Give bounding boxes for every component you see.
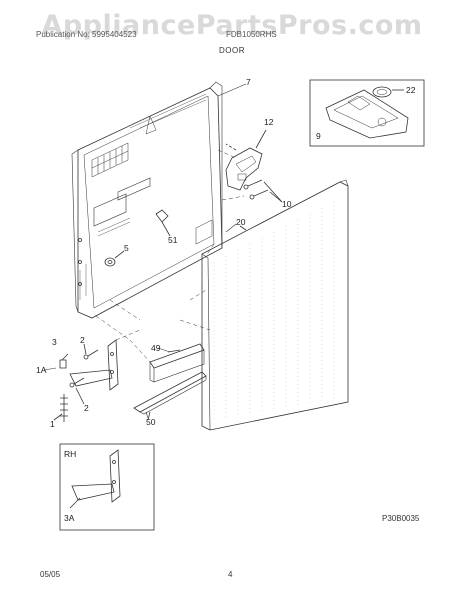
callout-50: 50	[146, 417, 156, 427]
detergent-dispenser-inset	[309, 79, 425, 147]
rh-hinge-inset	[59, 443, 155, 531]
callout-12: 12	[264, 117, 274, 127]
callout-rh: RH	[64, 449, 77, 459]
callout-7: 7	[246, 77, 251, 87]
callout-1: 1	[50, 419, 55, 429]
clip-51	[155, 209, 171, 237]
trim-strip-49	[149, 343, 205, 383]
bushing-5	[104, 250, 125, 267]
vent-grille	[91, 142, 129, 178]
callout-10: 10	[282, 199, 292, 209]
callout-51: 51	[168, 235, 178, 245]
latch-assembly	[225, 129, 267, 191]
page-number: 4	[228, 570, 233, 579]
callout-1a: 1A	[36, 365, 47, 375]
hinge-arm	[61, 339, 119, 391]
callout-3a: 3A	[64, 513, 75, 523]
revision-date: 05/05	[40, 570, 61, 579]
publication-number: Publication No: 5995404523	[36, 30, 137, 39]
drawing-code: P30B0035	[382, 514, 420, 523]
inner-door-panel	[71, 81, 223, 319]
callout-3: 3	[52, 337, 57, 347]
trim-strip-50	[133, 371, 207, 421]
watermark: AppliancePartsPros.com	[41, 10, 423, 41]
callout-9: 9	[316, 131, 321, 141]
screws-2	[69, 343, 99, 405]
callout-20: 20	[236, 217, 246, 227]
callout-2-upper: 2	[80, 335, 85, 345]
outer-door-panel	[201, 179, 349, 431]
callout-49: 49	[151, 343, 161, 353]
assembly-leader-lines	[95, 149, 245, 363]
screws-10	[243, 179, 283, 203]
model-number: FDB1050RHS	[226, 30, 277, 39]
page-title: DOOR	[219, 46, 245, 55]
callout-2-lower: 2	[84, 403, 89, 413]
callout-leader-lines	[43, 83, 247, 419]
hinge-spring	[53, 359, 68, 422]
callout-22: 22	[406, 85, 416, 95]
callout-5: 5	[124, 243, 129, 253]
